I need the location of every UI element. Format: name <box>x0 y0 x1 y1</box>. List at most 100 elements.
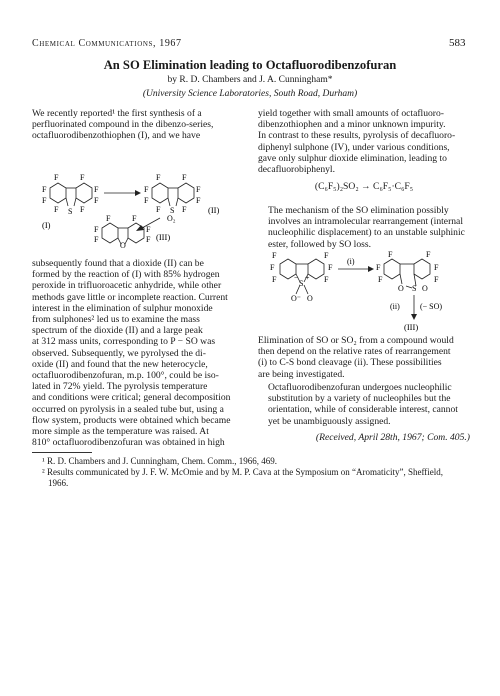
arrow-step-ii <box>411 295 417 320</box>
text-line: octafluorodibenzofuran, m.p. 100°, could… <box>32 370 219 382</box>
text-line: substitution by a variety of nucleophile… <box>268 393 451 405</box>
text-line: subsequently found that a dioxide (II) c… <box>32 258 204 269</box>
fluorine-atom: F <box>94 225 99 234</box>
fluorine-atom: F <box>146 225 151 234</box>
text-line: 810° octafluorodibenzofuran was obtained… <box>32 437 225 449</box>
text-line: peroxide in trifluoroacetic anhydride, w… <box>32 280 222 292</box>
text-line: We recently reported¹ the first synthesi… <box>32 108 202 119</box>
oxygen-atom: O <box>120 241 126 248</box>
sulfur-atom: S <box>68 207 72 216</box>
arrow-II-to-III <box>136 217 161 231</box>
running-header-journal: Chemical Communications, 1967 <box>32 38 182 49</box>
text-line: Elimination of SO or SO₂ from a compound… <box>258 335 454 346</box>
compound-label-III: (III) <box>156 232 170 242</box>
text-line: orientation, while of considerable inter… <box>268 404 458 416</box>
text-line: methods gave little or incomplete reacti… <box>32 291 228 303</box>
fluorine-atom: F <box>324 275 329 284</box>
page-number: 583 <box>449 37 466 49</box>
left-column-para1: We recently reported¹ the first synthesi… <box>32 108 240 142</box>
fluorine-atom: F <box>156 205 161 214</box>
positive-charge: + <box>305 273 310 282</box>
paragraph: yield together with small amounts of oct… <box>258 108 470 175</box>
text-line: observed. Subsequently, we pyrolysed the… <box>32 347 206 359</box>
footnote-2-cont: 1966. <box>48 478 69 488</box>
text-line: Octafluorodibenzofuran undergoes nucleop… <box>268 382 452 393</box>
footnote-2: ² Results communicated by J. F. W. McOmi… <box>42 467 444 477</box>
text-line: dibenzothiophen and a minor unknown impu… <box>258 119 446 131</box>
received-date: (Received, April 28th, 1967; Com. 405.) <box>315 432 470 443</box>
sulfur-atom: S <box>170 206 174 215</box>
text-line: yet be unambiguously assigned. <box>268 415 391 427</box>
step-i-label: (i) <box>347 257 355 266</box>
structure-I-labels: F F F F F F F F S <box>42 173 99 216</box>
fluorine-atom: F <box>434 275 439 284</box>
fluorine-atom: F <box>54 173 59 182</box>
right-column-para2: The mechanism of the SO elimination poss… <box>258 205 470 250</box>
structure-II-labels: F F F F F F F F S O₂ <box>144 173 201 223</box>
structure-II-bonds <box>151 182 195 207</box>
text-line: then depend on the relative rates of rea… <box>258 346 451 358</box>
text-line: perfluorinated compound in the dibenzo-s… <box>32 119 214 131</box>
text-line: oxide (II) and found that the new hetero… <box>32 358 208 370</box>
paragraph: We recently reported¹ the first synthesi… <box>32 108 240 142</box>
oxide-anion: O⁻ <box>291 294 301 303</box>
oxygen-atom: O <box>307 294 313 303</box>
affiliation: (University Science Laboratories, South … <box>142 89 358 99</box>
fluorine-atom: F <box>144 185 149 194</box>
fluorine-atom: F <box>272 275 277 284</box>
fluorine-atom: F <box>132 214 137 223</box>
text-line: spectrum of the dioxide (II) and a large… <box>32 325 203 337</box>
text-line: more simple as the temperature was raise… <box>32 426 209 438</box>
compound-label-I: (I) <box>42 220 51 230</box>
article-title: An SO Elimination leading to Octafluorod… <box>103 58 397 72</box>
fluorine-atom: F <box>156 173 161 182</box>
text-line: involves an intramolecular rearrangement… <box>268 216 463 228</box>
author-line: by R. D. Chambers and J. A. Cunningham* <box>167 75 333 85</box>
text-line: ester, followed by SO loss. <box>268 238 372 250</box>
text-line: flow system, products were obtained whic… <box>32 414 231 426</box>
oxygen-atom: O <box>422 284 428 293</box>
text-line: gave only sulphur dioxide elimination, l… <box>258 152 447 164</box>
fluorine-atom: F <box>94 235 99 244</box>
footnote-1: ¹ R. D. Chambers and J. Cunningham, Chem… <box>42 456 277 466</box>
fluorine-atom: F <box>94 185 99 194</box>
paragraph: subsequently found that a dioxide (II) c… <box>32 258 240 448</box>
fluorine-atom: F <box>196 196 201 205</box>
text-line: at 312 mass units, corresponding to P − … <box>32 336 216 348</box>
fluorine-atom: F <box>328 263 333 272</box>
text-line: yield together with small amounts of oct… <box>258 108 444 119</box>
fluorine-atom: F <box>324 251 329 260</box>
fluorine-atom: F <box>434 263 439 272</box>
text-line: The mechanism of the SO elimination poss… <box>268 205 449 216</box>
oxygen-atom: O <box>398 284 404 293</box>
text-line: formed by the reaction of (I) with 85% h… <box>32 269 220 281</box>
fluorine-atom: F <box>146 235 151 244</box>
compound-label-III: (III) <box>404 322 418 332</box>
text-line: are being investigated. <box>258 368 345 380</box>
text-line: (i) to C-S bond cleavage (ii). These pos… <box>258 357 442 369</box>
fluorine-atom: F <box>426 250 431 259</box>
fluorine-atom: F <box>376 263 381 272</box>
fluorine-atom: F <box>182 205 187 214</box>
reaction-scheme-1: F F F F F F F F S (I) F F F F F F F F S … <box>42 173 219 248</box>
text-line: lated in 72% yield. The pyrolysis temper… <box>32 381 208 393</box>
left-column-para2: subsequently found that a dioxide (II) c… <box>32 258 240 448</box>
fluorine-atom: F <box>80 173 85 182</box>
sulfur-atom: S <box>299 279 303 288</box>
footnotes: ¹ R. D. Chambers and J. Cunningham, Chem… <box>32 456 470 489</box>
text-line: interest in the elimination of sulphur m… <box>32 302 213 314</box>
step-ii-label: (ii) <box>390 302 400 311</box>
paragraph: Octafluorodibenzofuran undergoes nucleop… <box>258 382 470 427</box>
arrow-I-to-II <box>104 190 141 196</box>
fluorine-atom: F <box>272 251 277 260</box>
text-line: and conditions were critical; general de… <box>32 392 231 404</box>
fluorine-atom: F <box>182 173 187 182</box>
fluorine-atom: F <box>196 185 201 194</box>
fluorine-atom: F <box>270 263 275 272</box>
equation: (C₆F₅)₂SO₂ → C₆F₅·C₆F₅ <box>314 181 414 192</box>
text-line: decafluorobiphenyl. <box>258 164 335 176</box>
sulfur-atom: S <box>412 284 416 293</box>
fluorine-atom: F <box>54 205 59 214</box>
fluorine-atom: F <box>388 250 393 259</box>
sulphone-labels: F F F F F F S O⁻ O + − <box>270 251 333 303</box>
